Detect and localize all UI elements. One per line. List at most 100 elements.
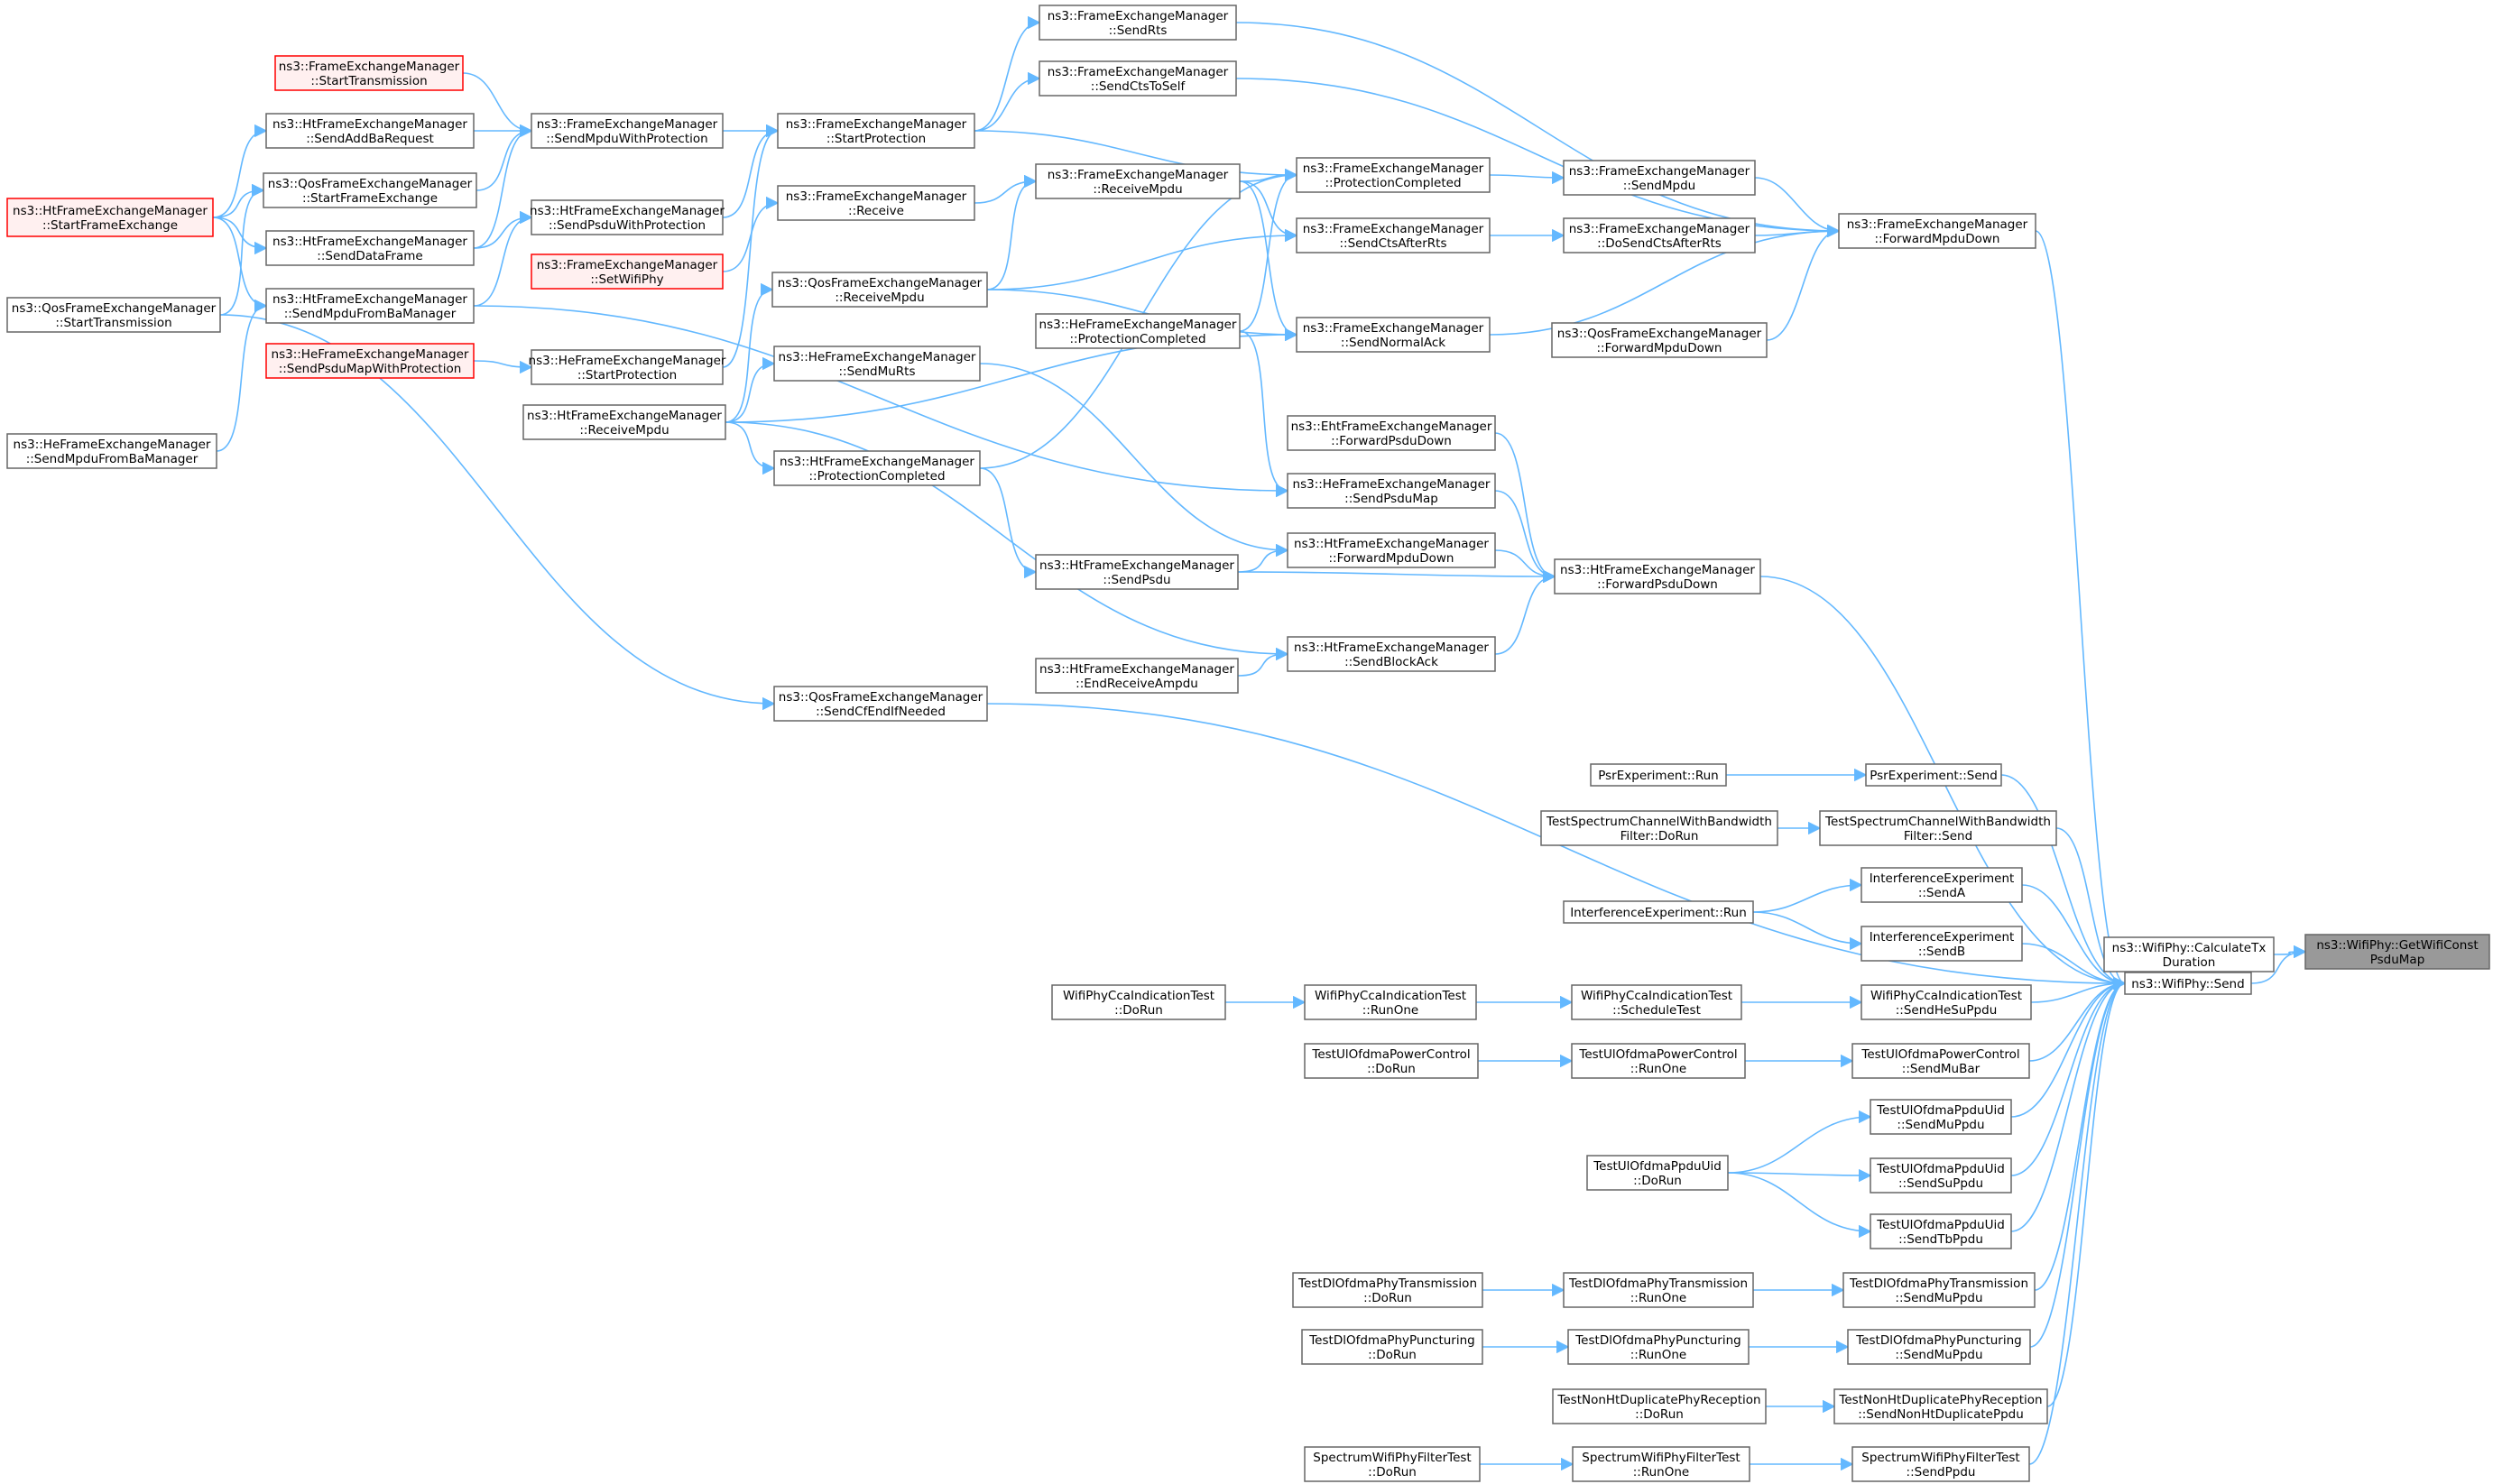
node-ht_sendpsdu[interactable]: ns3::HtFrameExchangeManager::SendPsdu (1035, 554, 1239, 590)
node-box (1292, 1272, 1483, 1308)
node-uid_sendsu[interactable]: TestUlOfdmaPpduUid::SendSuPpdu (1870, 1157, 2012, 1194)
node-nht_send[interactable]: TestNonHtDuplicatePhyReception::SendNonH… (1833, 1388, 2048, 1424)
edge-he_sendpsdumapwp-to-he_startprot (473, 360, 533, 374)
node-ulpc_runone[interactable]: TestUlOfdmaPowerControl::RunOne (1571, 1043, 1746, 1079)
node-sendrts[interactable]: ns3::FrameExchangeManager::SendRts (1039, 5, 1237, 41)
node-dlp_dorun[interactable]: TestDlOfdmaPhyPuncturing::DoRun (1301, 1329, 1483, 1365)
node-swf_send[interactable]: SpectrumWifiPhyFilterTest::SendPpdu (1851, 1446, 2030, 1482)
node-box (1851, 1446, 2030, 1482)
edge-qos_receivempdu-to-fem_receivempdu (986, 174, 1038, 290)
node-label-line: ns3::HtFrameExchangeManager (272, 292, 467, 307)
node-box (6, 198, 214, 237)
node-label-line: TestDlOfdmaPhyPuncturing (1308, 1333, 1475, 1348)
node-he_sendmurts[interactable]: ns3::HeFrameExchangeManager::SendMuRts (773, 346, 981, 382)
node-label-line: ns3::FrameExchangeManager (1048, 168, 1229, 182)
node-box (1819, 810, 2057, 846)
node-fem_setwifiphy[interactable]: ns3::FrameExchangeManager::SetWifiPhy (531, 253, 724, 290)
node-fem_receivempdu[interactable]: ns3::FrameExchangeManager::ReceiveMpdu (1035, 163, 1241, 199)
node-dlt_dorun[interactable]: TestDlOfdmaPhyTransmission::DoRun (1292, 1272, 1483, 1308)
node-label-line: ::DoSendCtsAfterRts (1597, 236, 1722, 251)
node-he_startprot[interactable]: ns3::HeFrameExchangeManager::StartProtec… (529, 349, 726, 385)
edge-dlt_sendmu-to-send (2034, 976, 2127, 1291)
node-fwdmpdu[interactable]: ns3::FrameExchangeManager::ForwardMpduDo… (1838, 213, 2036, 249)
node-ht_startfe[interactable]: ns3::HtFrameExchangeManager::StartFrameE… (6, 198, 214, 237)
node-fem_sendmpduwp[interactable]: ns3::FrameExchangeManager::SendMpduWithP… (531, 113, 724, 149)
node-ie_sendb[interactable]: InterferenceExperiment::SendB (1861, 926, 2023, 962)
node-uid_dorun[interactable]: TestUlOfdmaPpduUid::DoRun (1586, 1155, 1729, 1191)
node-uid_sendtb[interactable]: TestUlOfdmaPpduUid::SendTbPpdu (1870, 1213, 2012, 1249)
node-swf_dorun[interactable]: SpectrumWifiPhyFilterTest::DoRun (1304, 1446, 1481, 1482)
edge-fem_sendmpdu-to-fwdmpdu (1754, 177, 1841, 238)
node-box (1847, 1329, 2031, 1365)
node-he_sendpsdumapwp[interactable]: ns3::HeFrameExchangeManager::SendPsduMap… (265, 343, 475, 379)
node-nht_dorun[interactable]: TestNonHtDuplicatePhyReception::DoRun (1552, 1388, 1767, 1424)
node-ht_sendpsduwp[interactable]: ns3::HtFrameExchangeManager::SendPsduWit… (530, 199, 725, 235)
node-dlt_sendmu[interactable]: TestDlOfdmaPhyTransmission::SendMuPpdu (1842, 1272, 2036, 1308)
node-fem_startprot[interactable]: ns3::FrameExchangeManager::StartProtecti… (777, 113, 975, 149)
node-cca_dorun[interactable]: WifiPhyCcaIndicationTest::DoRun (1051, 984, 1226, 1020)
node-ht_senddata[interactable]: ns3::HtFrameExchangeManager::SendDataFra… (265, 230, 475, 266)
node-label-line: ::RunOne (1362, 1003, 1418, 1018)
node-label-line: ::RunOne (1633, 1465, 1689, 1479)
node-tsc_dorun[interactable]: TestSpectrumChannelWithBandwidthFilter::… (1540, 810, 1778, 846)
node-dlt_runone[interactable]: TestDlOfdmaPhyTransmission::RunOne (1563, 1272, 1754, 1308)
node-ie_senda[interactable]: InterferenceExperiment::SendA (1861, 867, 2023, 903)
node-qos_startfe[interactable]: ns3::QosFrameExchangeManager::StartFrame… (263, 172, 477, 208)
node-send[interactable]: ns3::WifiPhy::Send (2124, 972, 2252, 995)
node-label-line: ::ProtectionCompleted (1325, 176, 1461, 190)
node-cca_runone[interactable]: WifiPhyCcaIndicationTest::RunOne (1304, 984, 1477, 1020)
node-label-line: ::DoRun (1368, 1348, 1417, 1362)
node-box (6, 297, 221, 333)
node-eht_fwdpsdu[interactable]: ns3::EhtFrameExchangeManager::ForwardPsd… (1287, 415, 1496, 451)
node-label-line: TestDlOfdmaPhyTransmission (1849, 1277, 2028, 1291)
node-box (265, 230, 475, 266)
node-fem_sendctsafterrts[interactable]: ns3::FrameExchangeManager::SendCtsAfterR… (1296, 217, 1491, 253)
node-ht_fwdmpdu[interactable]: ns3::HtFrameExchangeManager::ForwardMpdu… (1287, 532, 1496, 568)
node-label-line: ns3::FrameExchangeManager (1303, 222, 1484, 236)
node-label-line: TestSpectrumChannelWithBandwidth (1546, 815, 1772, 829)
node-psr_send[interactable]: PsrExperiment::Send (1865, 763, 2002, 787)
edge-ht_senddata-to-fem_sendmpduwp (473, 124, 533, 249)
node-qos_receivempdu[interactable]: ns3::QosFrameExchangeManager::ReceiveMpd… (771, 272, 988, 308)
node-label-line: ::SendMuPpdu (1897, 1118, 1984, 1132)
edge-fem_startprot-to-sendrts (974, 15, 1041, 132)
node-box (1296, 217, 1491, 253)
node-cca_sendhesu[interactable]: WifiPhyCcaIndicationTest::SendHeSuPpdu (1861, 984, 2032, 1020)
node-fem_sendmpdu[interactable]: ns3::FrameExchangeManager::SendMpdu (1563, 160, 1756, 196)
node-fem_receive[interactable]: ns3::FrameExchangeManager::Receive (777, 185, 975, 221)
node-ulpc_dorun[interactable]: TestUlOfdmaPowerControl::DoRun (1304, 1043, 1479, 1079)
node-he_sendmpdufromba[interactable]: ns3::HeFrameExchangeManager::SendMpduFro… (6, 433, 217, 469)
node-he_protcompleted[interactable]: ns3::HeFrameExchangeManager::ProtectionC… (1035, 313, 1241, 349)
node-ie_run[interactable]: InterferenceExperiment::Run (1563, 900, 1754, 924)
node-he_sendpsdumap[interactable]: ns3::HeFrameExchangeManager::SendPsduMap (1287, 473, 1496, 509)
node-dlp_sendmu[interactable]: TestDlOfdmaPhyPuncturing::SendMuPpdu (1847, 1329, 2031, 1365)
node-qos_starttx[interactable]: ns3::QosFrameExchangeManager::StartTrans… (6, 297, 221, 333)
node-ht_sendblockack[interactable]: ns3::HtFrameExchangeManager::SendBlockAc… (1287, 636, 1496, 672)
node-box (265, 113, 475, 149)
node-fem_sendnormalack[interactable]: ns3::FrameExchangeManager::SendNormalAck (1296, 317, 1491, 353)
node-ht_sendaddba[interactable]: ns3::HtFrameExchangeManager::SendAddBaRe… (265, 113, 475, 149)
node-ht_receivempdu[interactable]: ns3::HtFrameExchangeManager::ReceiveMpdu (522, 404, 726, 440)
node-ht_protcompleted[interactable]: ns3::HtFrameExchangeManager::ProtectionC… (773, 450, 981, 486)
node-fem_protcompleted[interactable]: ns3::FrameExchangeManager::ProtectionCom… (1296, 157, 1491, 193)
node-uid_sendmu[interactable]: TestUlOfdmaPpduUid::SendMuPpdu (1870, 1099, 2012, 1135)
node-qos_fwdmpdu[interactable]: ns3::QosFrameExchangeManager::ForwardMpd… (1551, 322, 1768, 358)
node-cca_sched[interactable]: WifiPhyCcaIndicationTest::ScheduleTest (1571, 984, 1742, 1020)
node-swf_runone[interactable]: SpectrumWifiPhyFilterTest::RunOne (1572, 1446, 1750, 1482)
node-ht_endreceiveampdu[interactable]: ns3::HtFrameExchangeManager::EndReceiveA… (1035, 658, 1239, 694)
node-qos_sendcfend[interactable]: ns3::QosFrameExchangeManager::SendCfEndI… (773, 686, 988, 722)
node-box (1567, 1329, 1750, 1365)
node-psr_run[interactable]: PsrExperiment::Run (1590, 763, 1727, 787)
node-box (1870, 1157, 2012, 1194)
node-box (1870, 1099, 2012, 1135)
node-fem_dosendcts[interactable]: ns3::FrameExchangeManager::DoSendCtsAfte… (1563, 217, 1756, 253)
node-fem_starttx[interactable]: ns3::FrameExchangeManager::StartTransmis… (274, 55, 464, 91)
node-ulpc_sendmubar[interactable]: TestUlOfdmaPowerControl::SendMuBar (1851, 1043, 2030, 1079)
node-sendctstoself[interactable]: ns3::FrameExchangeManager::SendCtsToSelf (1039, 60, 1237, 97)
node-tsc_send[interactable]: TestSpectrumChannelWithBandwidthFilter::… (1819, 810, 2057, 846)
node-ht_sendmpdufromba[interactable]: ns3::HtFrameExchangeManager::SendMpduFro… (265, 288, 475, 324)
node-dlp_runone[interactable]: TestDlOfdmaPhyPuncturing::RunOne (1567, 1329, 1750, 1365)
node-ht_fwdpsdu[interactable]: ns3::HtFrameExchangeManager::ForwardPsdu… (1554, 558, 1761, 595)
